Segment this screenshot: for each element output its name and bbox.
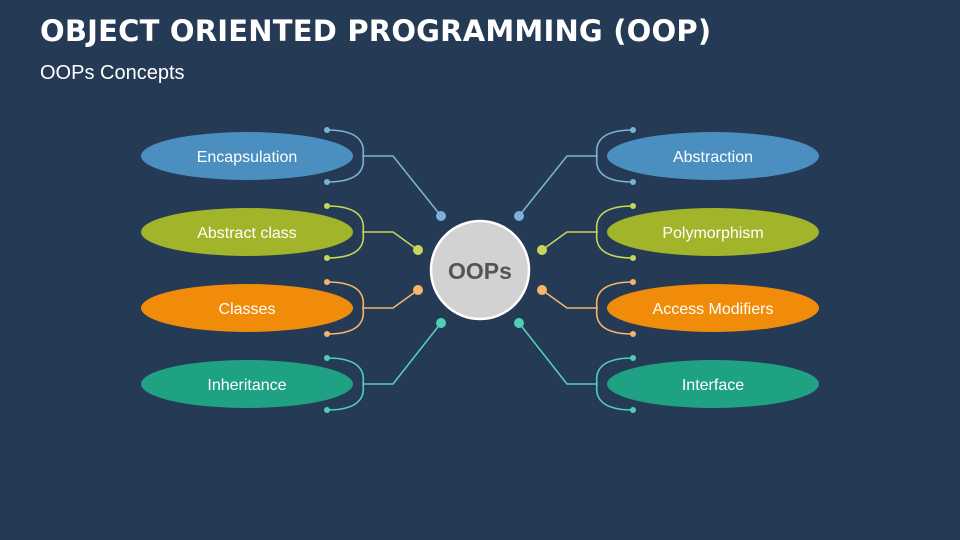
left-node-1: Abstract class	[141, 208, 353, 256]
right-node-oval-2	[607, 284, 819, 332]
right-hub-dot-3	[514, 318, 524, 328]
left-connector-1	[363, 231, 419, 251]
left-hub-dot-0	[436, 211, 446, 221]
right-node-oval-3	[607, 360, 819, 408]
right-node-label-1: Polymorphism	[662, 225, 763, 242]
right-hub-dot-0	[514, 211, 524, 221]
slide-subtitle: OOPs Concepts	[40, 62, 185, 84]
right-hub-dot-2	[537, 285, 547, 295]
right-node-label-2: Access Modifiers	[653, 301, 774, 318]
right-bracket-dot-top-2	[630, 279, 636, 285]
left-node-label-1: Abstract class	[197, 225, 297, 242]
left-hub-dot-1	[413, 245, 423, 255]
slide-title: OBJECT ORIENTED PROGRAMMING (OOP)	[40, 14, 712, 48]
left-bracket-dot-bottom-2	[324, 331, 330, 337]
right-node-0: Abstraction	[607, 132, 819, 180]
right-bracket-dot-bottom-1	[630, 255, 636, 261]
hub-circle	[429, 219, 531, 321]
connector-lines	[324, 127, 636, 413]
hub: OOPs	[429, 219, 531, 321]
left-node-oval-3	[141, 360, 353, 408]
right-node-label-0: Abstraction	[673, 149, 753, 166]
right-connector-2	[541, 289, 597, 309]
right-node-oval-0	[607, 132, 819, 180]
right-bracket-dot-bottom-0	[630, 179, 636, 185]
left-node-label-2: Classes	[219, 301, 276, 318]
right-connector-3	[518, 322, 597, 385]
left-bracket-dot-top-3	[324, 355, 330, 361]
left-bracket-dot-bottom-1	[324, 255, 330, 261]
right-node-1: Polymorphism	[607, 208, 819, 256]
right-bracket-dot-top-0	[630, 127, 636, 133]
left-node-2: Classes	[141, 284, 353, 332]
left-bracket-dot-top-2	[324, 279, 330, 285]
left-bracket-dot-bottom-0	[324, 179, 330, 185]
right-node-label-3: Interface	[682, 377, 744, 394]
left-bracket-dot-top-1	[324, 203, 330, 209]
left-node-label-3: Inheritance	[207, 377, 286, 394]
left-connector-2	[363, 289, 419, 309]
hub-label: OOPs	[448, 258, 512, 284]
right-bracket-dot-top-1	[630, 203, 636, 209]
left-node-oval-1	[141, 208, 353, 256]
left-bracket-dot-top-0	[324, 127, 330, 133]
right-connector-0	[518, 155, 597, 217]
left-node-0: Encapsulation	[141, 132, 353, 180]
left-node-oval-0	[141, 132, 353, 180]
right-hub-dot-1	[537, 245, 547, 255]
right-bracket-dot-bottom-2	[630, 331, 636, 337]
right-bracket-dot-top-3	[630, 355, 636, 361]
right-node-3: Interface	[607, 360, 819, 408]
right-bracket-dot-bottom-3	[630, 407, 636, 413]
right-node-oval-1	[607, 208, 819, 256]
right-connector-1	[541, 231, 597, 251]
left-hub-dot-2	[413, 285, 423, 295]
left-node-oval-2	[141, 284, 353, 332]
right-node-2: Access Modifiers	[607, 284, 819, 332]
left-hub-dot-3	[436, 318, 446, 328]
left-connector-3	[363, 322, 442, 385]
left-bracket-dot-bottom-3	[324, 407, 330, 413]
left-connector-0	[363, 155, 442, 217]
left-node-label-0: Encapsulation	[197, 149, 298, 166]
left-node-3: Inheritance	[141, 360, 353, 408]
